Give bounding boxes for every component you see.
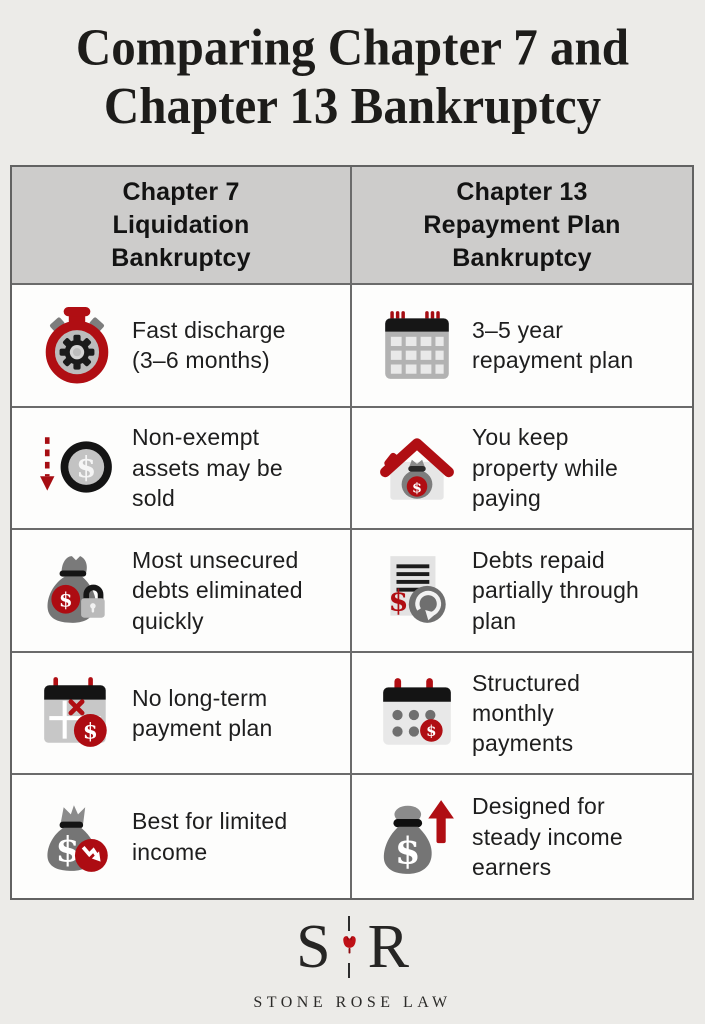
svg-text:$: $: [83, 720, 98, 745]
cell-text: Debts repaid partially through plan: [472, 546, 640, 634]
dash-top: [347, 916, 351, 931]
cell-text: Designed for steady income earners: [472, 793, 623, 880]
cell-text: Most unsecured debts eliminated quickly: [132, 546, 303, 634]
cell-ch13-monthly-payments: $ Structured monthly payments: [352, 653, 692, 776]
cell-ch7-no-longterm-plan: $ No long-term payment plan: [12, 652, 352, 776]
svg-text:$: $: [389, 584, 409, 618]
moneybag-growth-icon: $: [377, 797, 457, 877]
moneybag-lock-icon: $: [37, 550, 117, 630]
asset-sold-coin-icon: $: [37, 428, 117, 508]
dash-bottom: [347, 963, 351, 978]
cell-ch13-steady-income: $ Designed for steady income earners: [352, 775, 692, 898]
cell-ch13-partial-repayment: $ Debts repaid partially through plan: [352, 530, 692, 653]
stopwatch-icon: [37, 305, 117, 385]
logo-letter-r: R: [367, 913, 409, 981]
cell-ch7-fast-discharge: Fast discharge (3–6 months): [12, 285, 352, 408]
page-title: Comparing Chapter 7 and Chapter 13 Bankr…: [75, 18, 630, 135]
cell-text: 3–5 year repayment plan: [472, 316, 634, 374]
calendar-dots-icon: $: [377, 673, 457, 753]
svg-text:$: $: [412, 481, 422, 497]
document-refresh-icon: $: [377, 550, 457, 630]
cell-text: Non-exempt assets may be sold: [132, 424, 283, 512]
footer: S R STONE ROSE LAW: [0, 908, 705, 1012]
cell-text: You keep property while paying: [472, 424, 618, 512]
svg-text:$: $: [426, 722, 436, 740]
svg-text:$: $: [76, 450, 96, 484]
header-chapter7: Chapter 7 Liquidation Bankruptcy: [12, 167, 352, 285]
cell-ch7-limited-income: $ Best for limited income: [12, 775, 352, 898]
cell-text: Fast discharge (3–6 months): [132, 316, 286, 374]
cell-ch7-nonexempt-assets: $ Non-exempt assets may be sold: [12, 407, 352, 531]
svg-text:$: $: [59, 589, 73, 612]
header-chapter13: Chapter 13 Repayment Plan Bankruptcy: [352, 167, 692, 285]
cell-ch13-repayment-plan: 3–5 year repayment plan: [352, 285, 692, 408]
stone-rose-law-logo: S R: [0, 908, 705, 986]
cell-ch7-unsecured-debts: $ Most unsecured debts eliminated quickl…: [12, 530, 352, 653]
cell-text: Structured monthly payments: [472, 669, 581, 757]
cell-text: No long-term payment plan: [132, 684, 273, 742]
comparison-table: Chapter 7 Liquidation Bankruptcy Chapter…: [10, 165, 694, 900]
rose-icon: [340, 934, 359, 960]
company-name: STONE ROSE LAW: [253, 994, 452, 1011]
house-moneybag-icon: $: [377, 428, 457, 508]
svg-text:$: $: [395, 828, 421, 872]
moneybag-decline-icon: $: [37, 797, 117, 877]
calendar-grid-icon: [377, 305, 457, 385]
logo-divider: [340, 911, 359, 983]
cell-text: Best for limited income: [132, 808, 288, 865]
logo-letter-s: S: [296, 913, 331, 981]
cell-ch13-keep-property: $ You keep property while paying: [352, 408, 692, 531]
calendar-x-icon: $: [37, 673, 117, 753]
